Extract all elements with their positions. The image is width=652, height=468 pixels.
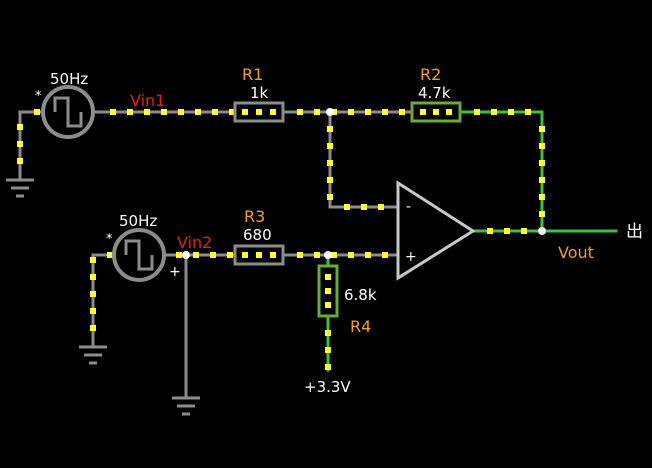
resistor-current-dots — [242, 109, 452, 308]
current-dot — [504, 228, 510, 234]
r2-value-label: 4.7k — [418, 84, 451, 102]
current-dot — [144, 109, 150, 115]
current-dot — [90, 308, 96, 314]
vin2-polarity-mark: * — [106, 232, 113, 247]
opamp-triangle[interactable] — [396, 180, 476, 281]
r2-name-label: R2 — [420, 65, 441, 84]
current-dot — [348, 252, 354, 258]
current-dot — [176, 252, 182, 258]
current-dot — [327, 194, 333, 200]
ground-icon — [79, 345, 107, 365]
opamp-plus-label: + — [405, 249, 417, 265]
current-dot — [90, 257, 96, 263]
current-dot — [17, 158, 23, 164]
current-dot — [365, 109, 371, 115]
current-dot — [229, 109, 235, 115]
current-dot — [327, 143, 333, 149]
vin2-node-label: Vin2 — [177, 233, 212, 252]
square-wave-icon — [124, 239, 154, 271]
current-dot — [508, 109, 514, 115]
current-dot — [487, 228, 493, 234]
current-dot — [525, 109, 531, 115]
r3-name-label: R3 — [244, 207, 265, 226]
square-wave-icon — [53, 96, 83, 128]
ground-icon — [6, 178, 34, 198]
opamp-minus-label: - — [406, 199, 411, 215]
current-dot — [17, 124, 23, 130]
current-dot — [365, 252, 371, 258]
junction-r3-r4[interactable] — [324, 251, 332, 259]
r1-name-label: R1 — [242, 65, 263, 84]
current-dot — [314, 109, 320, 115]
current-dot — [178, 109, 184, 115]
current-dot — [539, 211, 545, 217]
supply-label: +3.3V — [304, 378, 351, 396]
current-dot — [361, 204, 367, 210]
r4-name-label: R4 — [350, 317, 371, 336]
current-dot — [90, 274, 96, 280]
current-dot — [325, 347, 331, 353]
current-dot — [539, 177, 545, 183]
current-dot — [90, 325, 96, 331]
current-dot — [193, 252, 199, 258]
current-dot — [314, 252, 320, 258]
current-dot — [539, 194, 545, 200]
current-dot — [212, 109, 218, 115]
current-dot — [382, 109, 388, 115]
current-dot — [539, 126, 545, 132]
vin1-polarity-mark: * — [35, 89, 42, 104]
current-dot — [539, 143, 545, 149]
r1-value-label: 1k — [250, 84, 269, 102]
current-dots — [17, 109, 545, 370]
current-dot — [325, 364, 331, 370]
current-dot — [327, 177, 333, 183]
wire-vin1-ground[interactable] — [18, 110, 42, 180]
current-dot — [378, 204, 384, 210]
current-dot — [325, 330, 331, 336]
r4-value-label: 6.8k — [344, 286, 377, 304]
current-dot — [161, 109, 167, 115]
output-terminal-label: 出 — [626, 222, 643, 242]
current-dot — [210, 252, 216, 258]
source-vin1[interactable] — [41, 85, 95, 139]
wire-r2-output[interactable] — [458, 110, 544, 233]
current-dot — [195, 109, 201, 115]
current-dot — [127, 109, 133, 115]
current-dot — [327, 126, 333, 132]
vin2-freq-label: 50Hz — [119, 212, 157, 230]
vout-node-label: Vout — [558, 243, 594, 262]
current-dot — [297, 109, 303, 115]
junction-r1-r2[interactable] — [326, 108, 334, 116]
current-dot — [327, 160, 333, 166]
current-dot — [107, 252, 113, 258]
vin2-plus-mark: + — [169, 264, 181, 280]
current-dot — [297, 252, 303, 258]
current-dot — [90, 291, 96, 297]
current-dot — [521, 228, 527, 234]
current-dot — [344, 204, 350, 210]
current-dot — [227, 252, 233, 258]
current-dot — [491, 109, 497, 115]
current-dot — [399, 109, 405, 115]
r3-value-label: 680 — [243, 226, 272, 244]
current-dot — [382, 252, 388, 258]
current-dot — [348, 109, 354, 115]
current-dot — [34, 109, 40, 115]
vin1-node-label: Vin1 — [130, 91, 165, 110]
junction-vin2[interactable] — [182, 251, 190, 259]
current-dot — [539, 160, 545, 166]
junction-output[interactable] — [538, 227, 546, 235]
current-dot — [17, 141, 23, 147]
source-vin2[interactable] — [112, 228, 166, 282]
ground-icon — [172, 396, 200, 416]
current-dot — [331, 252, 337, 258]
current-dot — [110, 109, 116, 115]
current-dot — [474, 109, 480, 115]
vin1-freq-label: 50Hz — [50, 70, 88, 88]
